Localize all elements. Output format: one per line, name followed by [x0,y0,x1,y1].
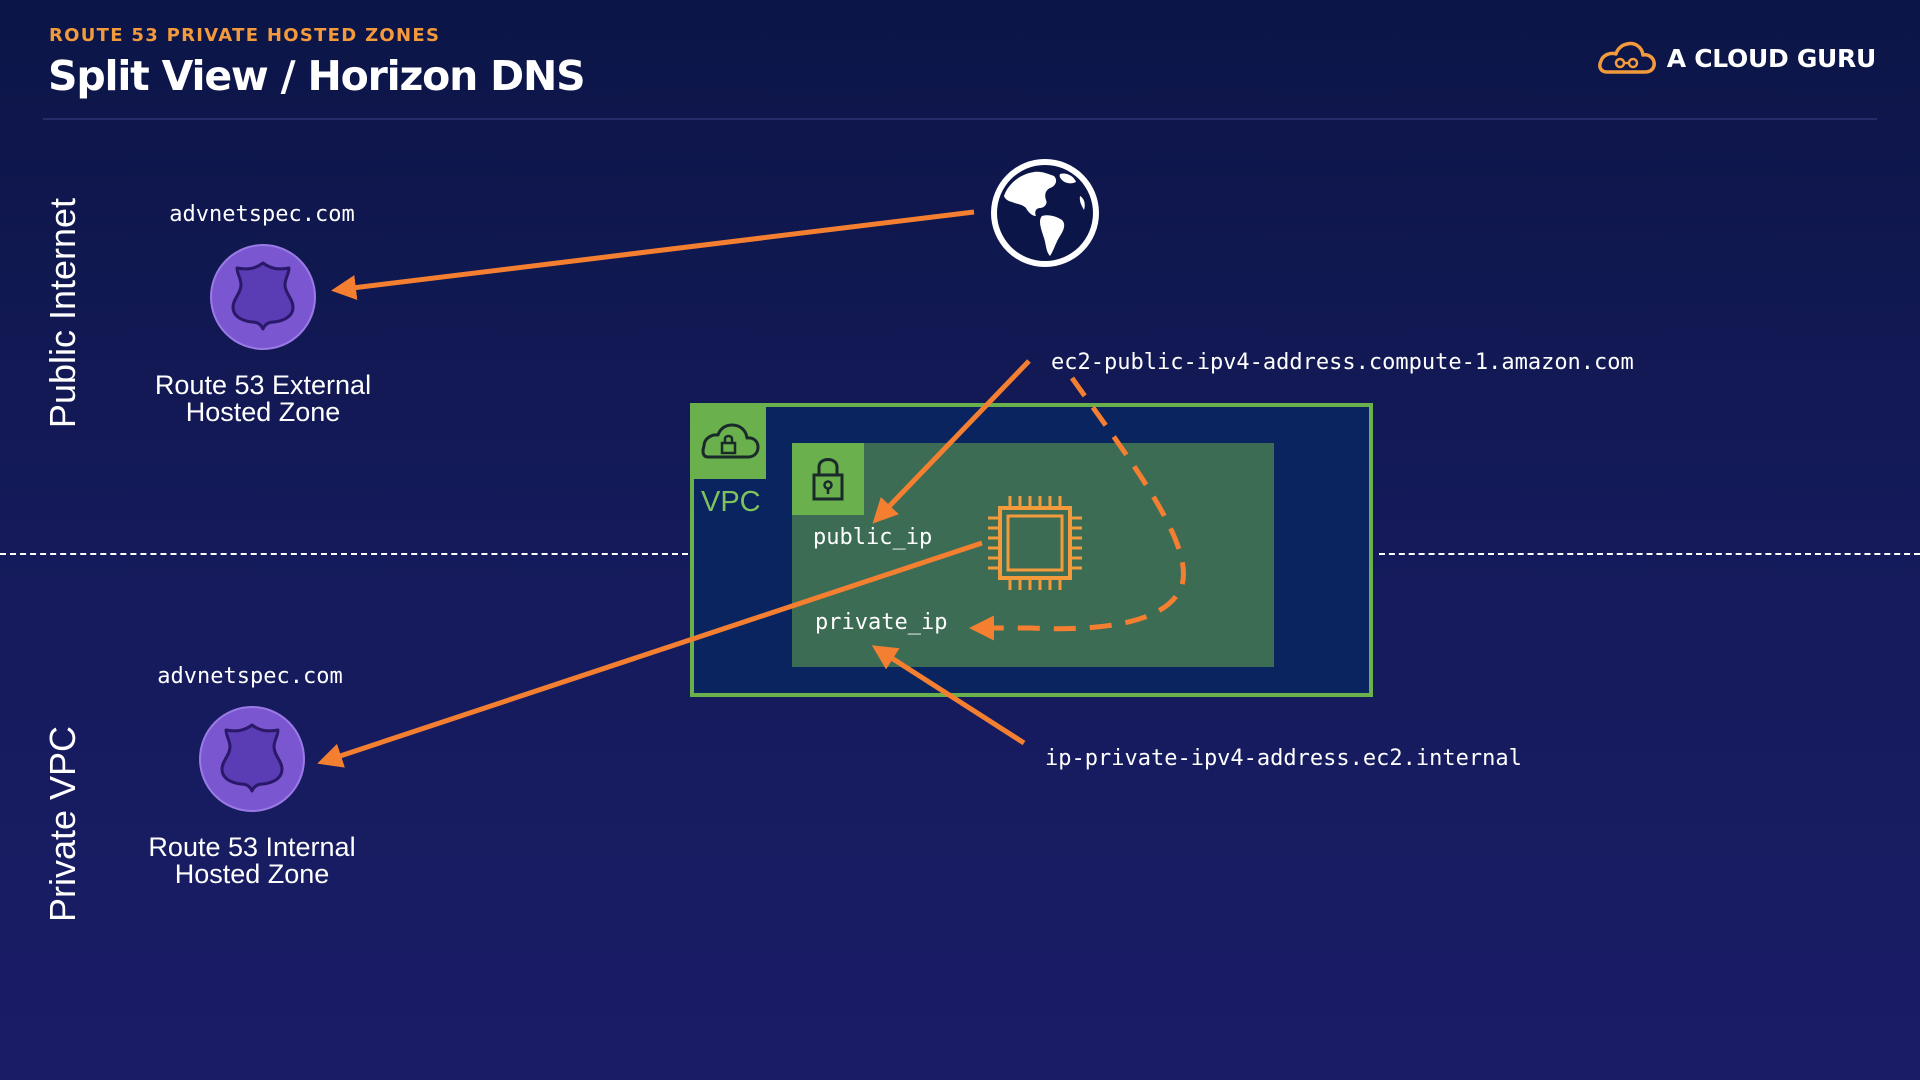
boundary-divider-left [0,553,688,555]
vpc-label: VPC [701,486,761,518]
private-ip-label: private_ip [815,610,948,635]
external-zone-label-line2: Hosted Zone [185,397,341,427]
route53-shield-icon [199,706,305,812]
internal-zone-label-line2: Hosted Zone [174,859,330,889]
boundary-divider-right [1379,553,1920,555]
external-zone-label-line1: Route 53 External [154,370,372,400]
external-zone-domain: advnetspec.com [169,202,355,227]
header-divider [43,118,1877,120]
internal-zone-domain: advnetspec.com [157,664,343,689]
globe-icon [991,159,1099,267]
cloud-logo-icon [1597,41,1656,74]
public-dns-name: ec2-public-ipv4-address.compute-1.amazon… [1051,350,1634,375]
brand-name: A CLOUD GURU [1666,43,1877,73]
vpc-badge [690,403,766,479]
padlock-icon [812,458,844,501]
arrow-public-dns-to-private-ip-dashed [969,376,1186,641]
brand-logo: A CLOUD GURU [1593,38,1876,78]
cloud-lock-icon [701,423,760,459]
external-zone-label: Route 53 External Hosted Zone [155,372,371,426]
subnet-badge [792,443,864,515]
arrow-private-dns-to-private-ip [871,645,1026,746]
chip-icon [988,496,1082,590]
route53-shield-icon [210,244,316,350]
arrow-chip-to-internal-zone [317,540,983,768]
public-ip-label: public_ip [813,525,933,550]
section-eyebrow: ROUTE 53 PRIVATE HOSTED ZONES [49,25,441,46]
internal-zone-label-line1: Route 53 Internal [148,832,356,862]
arrow-public-dns-to-public-ip [872,359,1031,524]
internal-zone-label: Route 53 Internal Hosted Zone [148,834,355,888]
slide-title: Split View / Horizon DNS [48,52,586,100]
arrow-globe-to-external-zone [331,209,975,300]
private-dns-name: ip-private-ipv4-address.ec2.internal [1045,746,1522,771]
